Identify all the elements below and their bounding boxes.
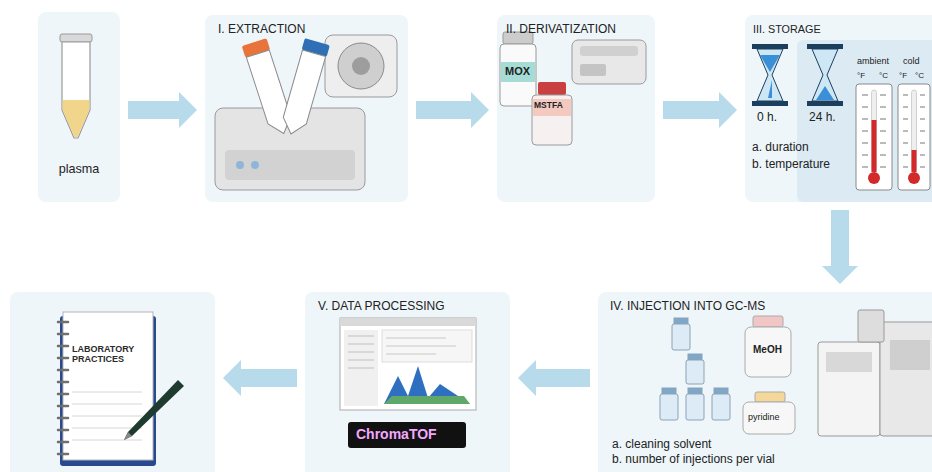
text-slot: I. EXTRACTION bbox=[218, 23, 403, 37]
thermometer-label: cold bbox=[903, 56, 920, 66]
text-slot: V. DATA PROCESSING bbox=[318, 300, 503, 314]
duration-label: 0 h. bbox=[757, 111, 777, 125]
vial-label: MOX bbox=[505, 65, 530, 78]
text-slot: LABORATORY PRACTICES bbox=[72, 344, 142, 365]
panel-fill bbox=[38, 12, 120, 202]
panel-heading: IV. INJECTION INTO GC-MS bbox=[610, 300, 910, 314]
panel-text: b. temperature bbox=[752, 158, 872, 172]
panel-text: a. cleaning solvent bbox=[612, 438, 812, 452]
text-slot: IV. INJECTION INTO GC-MS bbox=[610, 300, 910, 314]
vial-label: MSTFA bbox=[534, 101, 563, 111]
panel-heading: I. EXTRACTION bbox=[218, 23, 403, 37]
text-slot: ChromaTOF bbox=[356, 426, 437, 442]
unit-label: °F bbox=[899, 71, 907, 80]
unit-label: °F bbox=[857, 71, 865, 80]
flow-arrow bbox=[416, 92, 489, 128]
bottle-label: pyridine bbox=[748, 412, 780, 422]
text-slot: ambient bbox=[857, 56, 889, 66]
step-panel: II. DERIVATIZATION bbox=[497, 15, 655, 202]
panel-fill bbox=[205, 15, 408, 202]
text-slot: b. number of injections per vial bbox=[612, 453, 862, 467]
sample-panel: plasma bbox=[38, 12, 120, 202]
hourglass bbox=[807, 44, 843, 106]
derivatization-reagents bbox=[500, 32, 646, 145]
text-slot: III. STORAGE bbox=[753, 23, 932, 35]
injection-illustration bbox=[660, 310, 932, 436]
panel-fill bbox=[598, 292, 932, 472]
panel-text: b. number of injections per vial bbox=[612, 453, 862, 467]
notebook bbox=[58, 312, 184, 466]
text-slot: MeOH bbox=[753, 344, 782, 356]
panel-fill bbox=[497, 15, 655, 202]
unit-label: °C bbox=[879, 71, 888, 80]
panel-text: a. duration bbox=[752, 141, 872, 155]
text-slot: °C bbox=[915, 71, 924, 80]
step-panel: V. DATA PROCESSING bbox=[305, 292, 510, 472]
flow-arrow bbox=[518, 360, 590, 396]
text-slot: b. temperature bbox=[752, 158, 872, 172]
flow-arrow bbox=[128, 92, 197, 128]
text-slot: cold bbox=[903, 56, 920, 66]
thermometer bbox=[898, 84, 930, 190]
step-panel: I. EXTRACTION bbox=[205, 15, 408, 202]
unit-label: °C bbox=[915, 71, 924, 80]
bottle-label: MeOH bbox=[753, 344, 782, 356]
thermometer bbox=[856, 84, 892, 190]
text-slot: °F bbox=[857, 71, 865, 80]
text-slot: a. cleaning solvent bbox=[612, 438, 812, 452]
thermometer-label: ambient bbox=[857, 56, 889, 66]
step-panel: III. STORAGE a. duration b. temperature bbox=[745, 15, 932, 202]
text-slot: plasma bbox=[38, 162, 120, 176]
text-slot: 24 h. bbox=[809, 111, 836, 125]
text-slot: a. duration bbox=[752, 141, 872, 155]
panel-heading: II. DERIVATIZATION bbox=[506, 23, 651, 37]
duration-label: 24 h. bbox=[809, 111, 836, 125]
flow-arrow bbox=[663, 92, 737, 128]
hourglass bbox=[752, 44, 788, 106]
flow-arrow bbox=[822, 210, 858, 284]
panel-heading: V. DATA PROCESSING bbox=[318, 300, 503, 314]
panel-heading: LABORATORY PRACTICES bbox=[72, 344, 142, 365]
panel-fill bbox=[305, 292, 510, 472]
text-slot: 0 h. bbox=[757, 111, 777, 125]
software-logo: ChromaTOF bbox=[356, 426, 437, 442]
text-slot: pyridine bbox=[748, 412, 780, 422]
text-slot: °F bbox=[899, 71, 907, 80]
flow-arrow bbox=[223, 360, 297, 396]
text-slot: II. DERIVATIZATION bbox=[506, 23, 651, 37]
extraction-equipment bbox=[215, 35, 397, 190]
outcome-panel: LABORATORY PRACTICES bbox=[10, 292, 215, 472]
panel-heading: plasma bbox=[38, 162, 120, 176]
panel-fill bbox=[10, 292, 215, 472]
software-screenshot bbox=[340, 318, 476, 448]
plasma-tube bbox=[60, 34, 92, 138]
text-slot: MOX bbox=[505, 65, 530, 78]
storage-illustration bbox=[752, 40, 932, 202]
text-slot: °C bbox=[879, 71, 888, 80]
step-panel: IV. INJECTION INTO GC-MS a. cleaning solv… bbox=[598, 292, 932, 472]
panel-heading: III. STORAGE bbox=[753, 23, 932, 35]
text-slot: MSTFA bbox=[534, 101, 563, 111]
